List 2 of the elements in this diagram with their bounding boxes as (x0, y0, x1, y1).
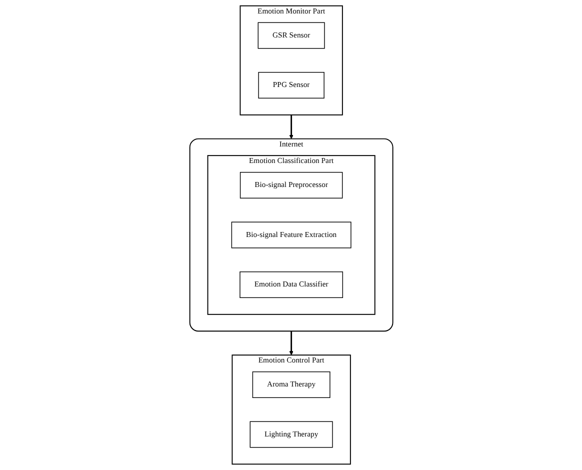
arrow (288, 331, 294, 356)
arrow (288, 114, 294, 140)
